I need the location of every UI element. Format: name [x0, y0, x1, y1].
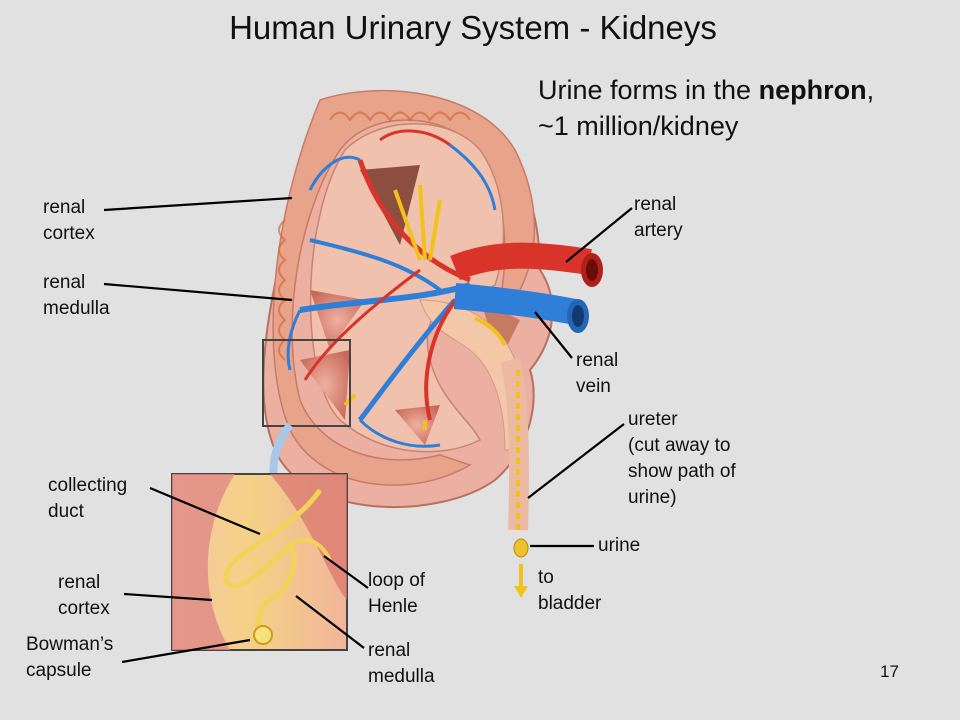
urine-drop [513, 538, 529, 558]
label-to-bladder: to bladder [538, 567, 602, 614]
label-collecting-duct: collecting duct [48, 475, 128, 522]
cortex-texture [329, 111, 471, 122]
label-renal-cortex-inset: renal cortex [58, 572, 110, 619]
subtitle-line2: ~1 million/kidney [538, 111, 739, 141]
label-ureter: ureter (cut away to show path of urine) [628, 409, 736, 508]
leader-lines [103, 196, 633, 664]
label-loop-of-henle: loop of Henle [368, 570, 426, 617]
slide-number: 17 [880, 662, 899, 681]
label-renal-medulla-inset: renal medulla [368, 640, 435, 687]
label-renal-cortex: renal cortex [43, 197, 95, 244]
label-bowmans-capsule: Bowman’s capsule [26, 634, 114, 681]
renal-pyramid [360, 165, 420, 245]
label-urine: urine [598, 535, 641, 556]
subtitle-suffix: , [866, 75, 875, 105]
renal-pyramid [480, 300, 520, 360]
subtitle: Urine forms in the nephron, ~1 million/k… [538, 72, 874, 144]
internal-vessels [286, 129, 497, 448]
cortex-texture [278, 219, 287, 361]
bowmans-capsule-shape [253, 625, 273, 645]
zoom-source-box [262, 339, 351, 427]
nephron-inset [171, 473, 348, 651]
subtitle-prefix: Urine forms in the [538, 75, 759, 105]
label-renal-vein: renal vein [576, 350, 619, 397]
label-renal-artery: renal artery [634, 194, 683, 241]
to-bladder-arrow [514, 564, 528, 598]
label-renal-medulla: renal medulla [43, 272, 110, 319]
renal-vein [453, 283, 589, 333]
renal-cortex-region [272, 89, 536, 486]
nephron-tubule [223, 488, 323, 637]
subtitle-emphasis: nephron [758, 75, 867, 105]
renal-artery [450, 242, 603, 287]
urine-flow-arrows [343, 184, 507, 430]
page-title: Human Urinary System - Kidneys [229, 9, 717, 46]
